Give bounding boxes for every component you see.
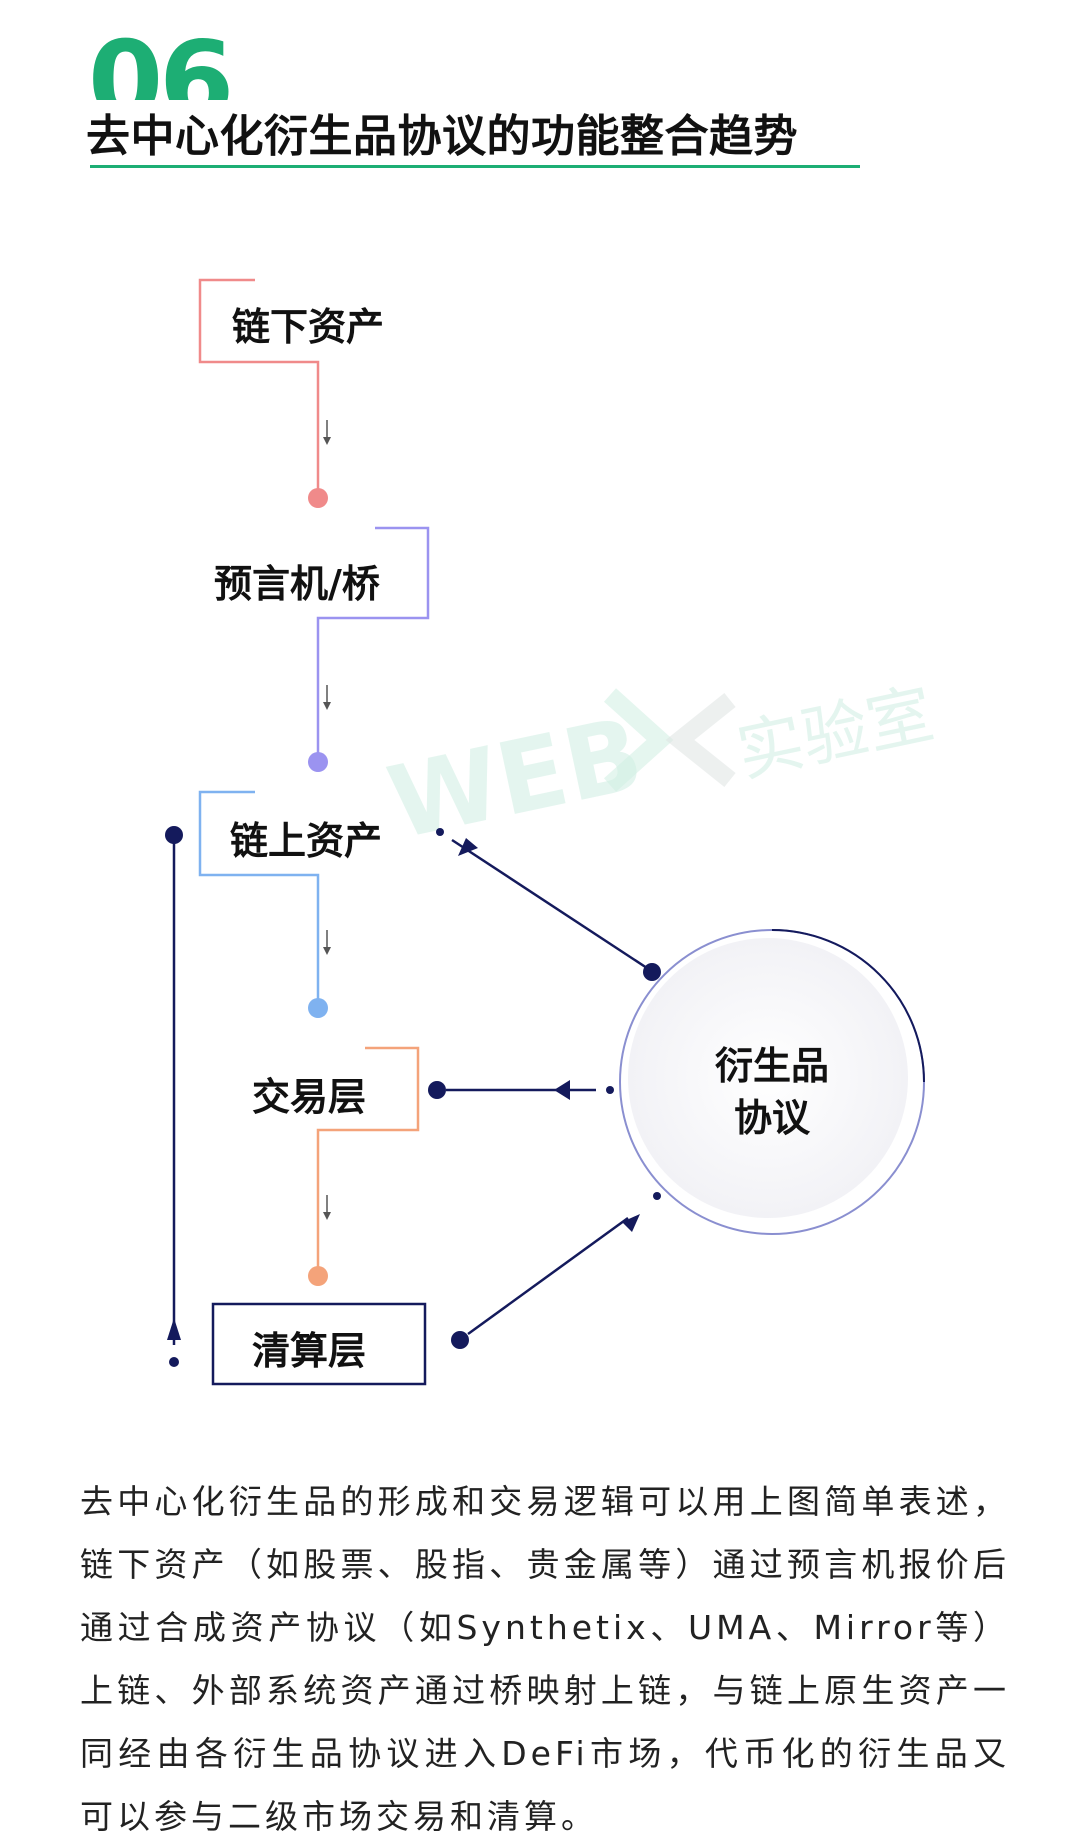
- hub-label-line1: 衍生品: [714, 1044, 829, 1088]
- hub-label-line2: 协议: [733, 1096, 810, 1140]
- hub-label: 衍生品 协议: [672, 1040, 872, 1144]
- node-clearing-layer: 清算层: [252, 1329, 367, 1373]
- page-title: 去中心化衍生品协议的功能整合趋势: [86, 111, 798, 162]
- flow-diagram: WEB 实验室: [165, 278, 940, 1386]
- onchain-dot: [308, 998, 328, 1018]
- hub-to-clearing-arrow: [451, 1192, 661, 1349]
- node-offchain-assets: 链下资产: [232, 305, 385, 349]
- node-onchain-assets: 链上资产: [230, 819, 383, 863]
- oracle-bracket: [308, 526, 430, 772]
- node-oracle-bridge: 预言机/桥: [214, 562, 380, 606]
- trading-bracket: [308, 1046, 420, 1286]
- offchain-dot: [308, 488, 328, 508]
- clearing-box: [211, 1302, 427, 1386]
- node-trading-layer: 交易层: [252, 1075, 367, 1119]
- feedback-arrow: [165, 826, 183, 1367]
- section-number: 06: [88, 28, 234, 100]
- hub-to-trading-arrow: [428, 1080, 614, 1100]
- title-underline: [90, 165, 860, 168]
- diagram-svg: [165, 278, 925, 1386]
- watermark-chevron-icon: [603, 688, 736, 792]
- description-paragraph: 去中心化衍生品的形成和交易逻辑可以用上图简单表述，链下资产（如股票、股指、贵金属…: [80, 1482, 1010, 1836]
- trading-dot: [308, 1266, 328, 1286]
- offchain-bracket: [198, 278, 331, 508]
- onchain-to-hub-arrow: [436, 828, 651, 972]
- oracle-dot: [308, 752, 328, 772]
- onchain-bracket: [198, 790, 331, 1018]
- derivative-hub: [619, 929, 925, 1235]
